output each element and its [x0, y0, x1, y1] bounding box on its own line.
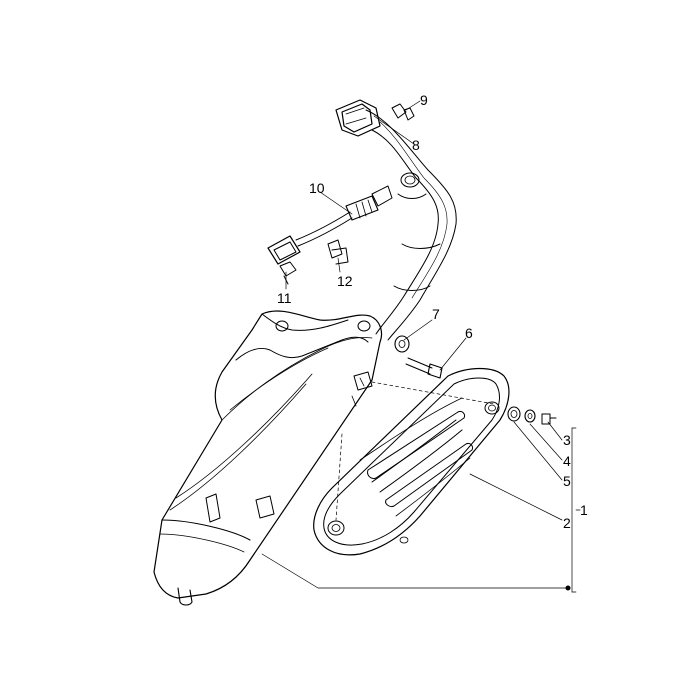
lambda-sensor-part-10: [267, 185, 393, 265]
callout-dot: [565, 585, 571, 591]
label-7: 7: [432, 306, 440, 322]
silencer-body: [153, 310, 383, 606]
label-8: 8: [412, 137, 420, 153]
bolt-part-6: [405, 357, 443, 379]
label-4: 4: [563, 453, 571, 469]
bracket-part-12: [327, 239, 349, 265]
leader-lines: [261, 100, 581, 593]
bushing-part-5: [507, 406, 521, 422]
label-6: 6: [465, 325, 473, 341]
label-2: 2: [563, 515, 571, 531]
flange-part-8: [335, 99, 381, 137]
washer-part-7: [394, 335, 410, 353]
label-11: 11: [277, 290, 292, 306]
screw-part-3: [541, 413, 557, 425]
label-10: 10: [309, 180, 325, 196]
label-12: 12: [337, 273, 353, 289]
label-5: 5: [563, 473, 571, 489]
heat-shield-part-2: [313, 367, 510, 556]
alignment-lines: [335, 381, 495, 521]
label-9: 9: [420, 92, 428, 108]
washer-part-4: [524, 409, 536, 423]
label-1: 1: [580, 502, 588, 518]
clip-part-9: [391, 103, 415, 121]
exhaust-pipe: [365, 109, 457, 341]
clip-part-11: [279, 261, 297, 285]
label-3: 3: [563, 432, 571, 448]
